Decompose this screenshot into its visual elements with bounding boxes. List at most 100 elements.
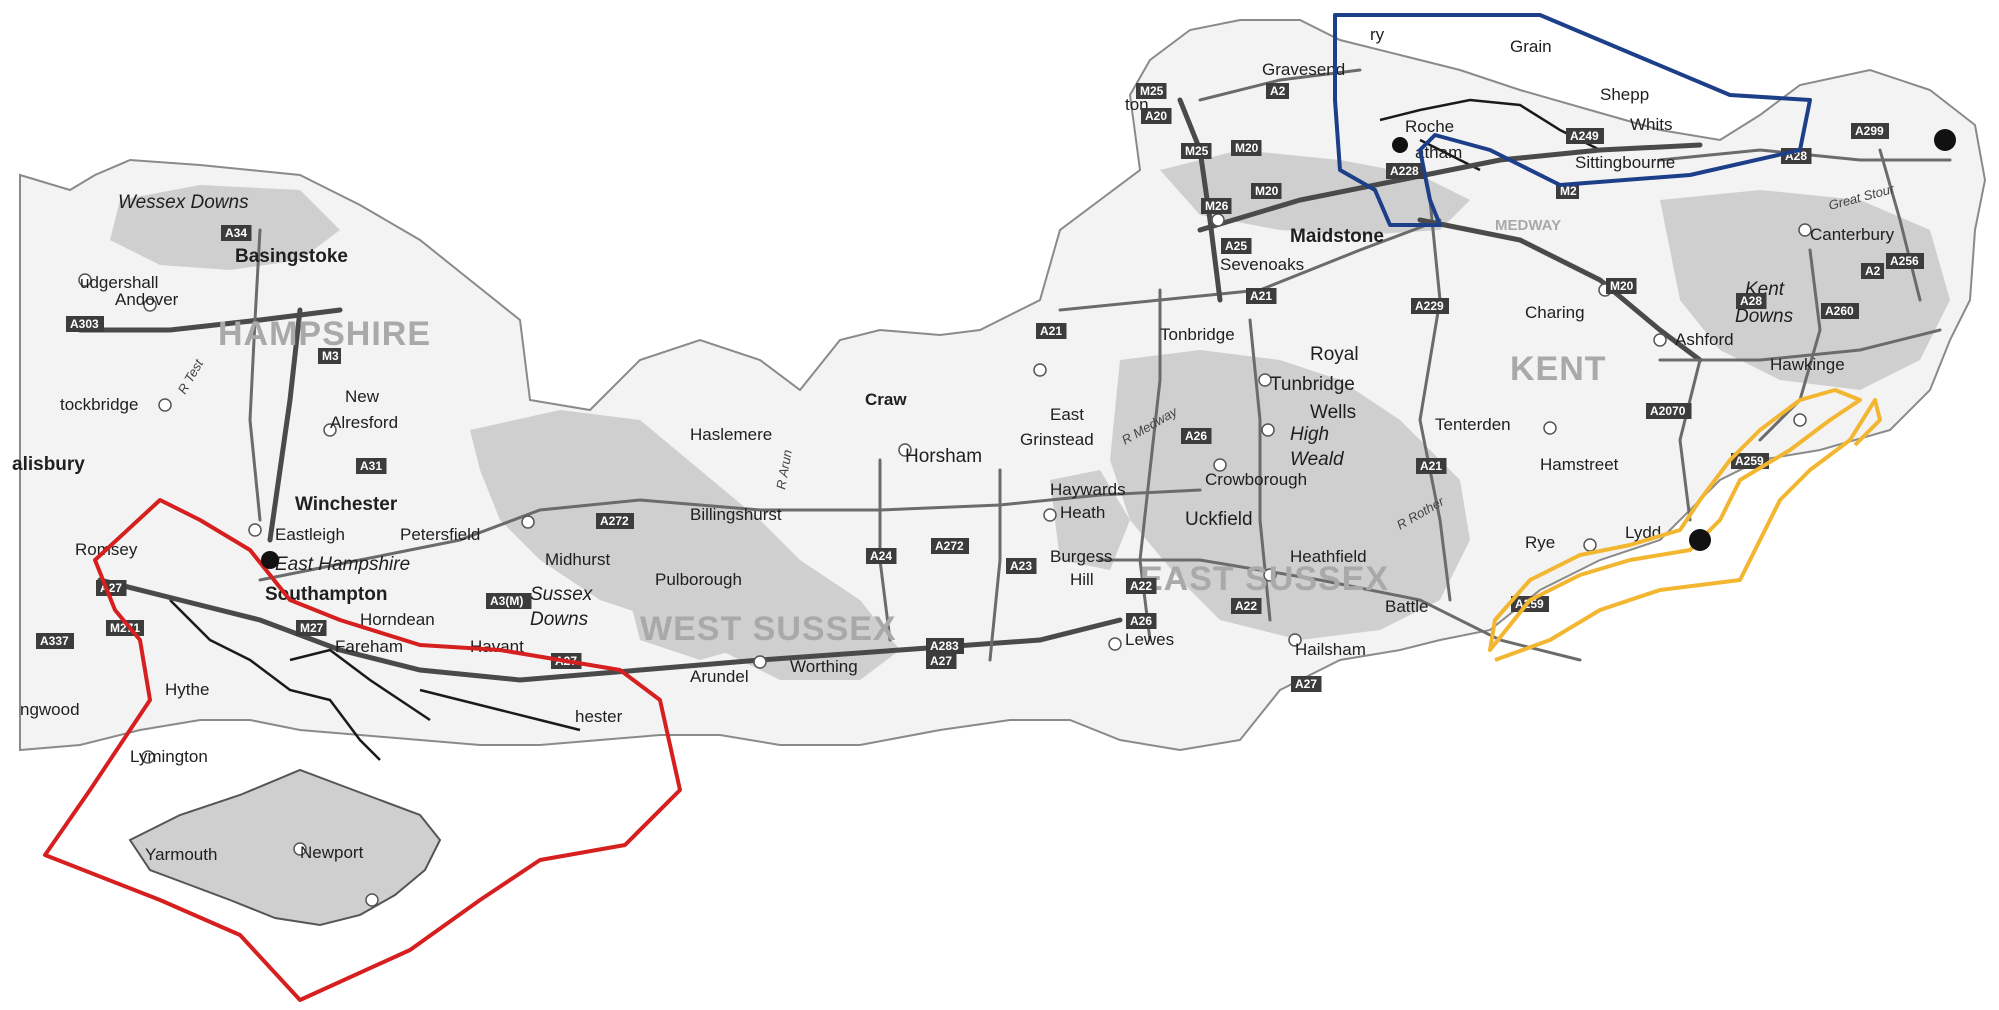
road-label-a24: A24	[870, 549, 892, 563]
town-grain: Grain	[1510, 37, 1552, 56]
town-ashford: Ashford	[1675, 330, 1734, 349]
road-label-a28-s: A28	[1740, 294, 1762, 308]
road-label-a299: A299	[1855, 124, 1884, 138]
city-winchester: Winchester	[295, 494, 398, 515]
road-label-box	[931, 538, 969, 554]
town-crowborough: Crowborough	[1205, 470, 1307, 489]
town-royal-tunbridge-wells-3: Wells	[1310, 402, 1356, 423]
town-ringwood: ngwood	[20, 700, 80, 719]
road-label-box	[1246, 288, 1277, 304]
road-label-a25: A25	[1225, 239, 1247, 253]
terminal-symbols	[261, 129, 1956, 569]
town-midhurst: Midhurst	[545, 550, 610, 569]
city-salisbury: alisbury	[12, 454, 85, 475]
road-label-a3m: A3(M)	[490, 594, 523, 608]
road-label-box	[1416, 458, 1447, 474]
road-label-box	[1221, 238, 1252, 254]
town-whitstable: Whits	[1630, 115, 1673, 134]
town-billingshurst: Billingshurst	[690, 505, 782, 524]
road-label-a2-e: A2	[1865, 264, 1881, 278]
road-label-a256: A256	[1890, 254, 1919, 268]
blue-highlight-region	[1333, 13, 1812, 227]
road-label-box	[221, 225, 252, 241]
town-horndean: Horndean	[360, 610, 435, 629]
town-uckfield: Uckfield	[1185, 509, 1253, 530]
road-label-a249: A249	[1570, 129, 1599, 143]
road-label-box	[1606, 278, 1637, 294]
road-label-box	[1126, 578, 1157, 594]
road-label-m25-n: M25	[1140, 84, 1164, 98]
area-sussex-downs-1: Sussex	[530, 584, 594, 605]
road-label-a22-s: A22	[1235, 599, 1257, 613]
road-label-box	[1181, 143, 1212, 159]
road-label-m20-n: M20	[1235, 141, 1259, 155]
road-label-box	[1006, 558, 1037, 574]
county-east-sussex: EAST SUSSEX	[1140, 560, 1389, 598]
road-label-a2070: A2070	[1650, 404, 1686, 418]
road-label-box	[1861, 263, 1884, 279]
town-haywards-heath-1: Haywards	[1050, 480, 1126, 499]
town-ludgershall: udgershall	[80, 273, 158, 292]
town-yarmouth: Yarmouth	[145, 845, 217, 864]
road-label-a337: A337	[40, 634, 69, 648]
orange-highlight-outer	[1494, 398, 1882, 662]
area-sussex-downs-2: Downs	[530, 609, 589, 630]
road-label-a27-e: A27	[930, 654, 952, 668]
road-label-a23: A23	[1010, 559, 1032, 573]
road-label-box	[1821, 303, 1859, 319]
road-label-box	[1851, 123, 1889, 139]
town-tenterden: Tenterden	[1435, 415, 1511, 434]
road-label-m26: M26	[1205, 199, 1229, 213]
area-kent-downs-2: Downs	[1735, 306, 1794, 327]
road-label-box	[1411, 298, 1449, 314]
river-arun: R Arun	[773, 449, 795, 491]
town-new-alresford-1: New	[345, 387, 380, 406]
town-worthing: Worthing	[790, 657, 858, 676]
town-sheppey: Shepp	[1600, 85, 1649, 104]
land-mass	[19, 19, 1987, 752]
road-label-a20: A20	[1145, 109, 1167, 123]
road-label-a2-w: A2	[1270, 84, 1286, 98]
town-arundel: Arundel	[690, 667, 749, 686]
town-east-grinstead-1: East	[1050, 405, 1084, 424]
town-fareham: Fareham	[335, 637, 403, 656]
town-horsham: Horsham	[905, 446, 982, 467]
town-hythe: Hythe	[165, 680, 209, 699]
upland-shading	[110, 150, 1950, 680]
road-label-box	[1291, 676, 1322, 692]
road-label-a21-n: A21	[1250, 289, 1272, 303]
road-label-box	[1136, 83, 1167, 99]
orange-highlight-region	[1488, 388, 1862, 652]
area-high-weald-2: Weald	[1290, 449, 1345, 470]
town-royal-tunbridge-wells-2: Tunbridge	[1270, 374, 1355, 395]
road-label-box	[1556, 183, 1579, 199]
road-label-a303: A303	[70, 317, 99, 331]
isle-of-wight	[128, 768, 442, 927]
road-label-box	[66, 316, 104, 332]
road-label-m2: M2	[1560, 184, 1577, 198]
road-label-box	[926, 653, 957, 669]
road-label-box	[1231, 140, 1262, 156]
road-label-box	[1511, 596, 1549, 612]
town-hailsham: Hailsham	[1295, 640, 1366, 659]
road-label-box	[356, 458, 387, 474]
road-label-box	[1386, 163, 1424, 179]
town-eastleigh: Eastleigh	[275, 525, 345, 544]
town-hawkinge: Hawkinge	[1770, 355, 1845, 374]
town-sittingbourne: Sittingbourne	[1575, 153, 1675, 172]
town-gravesend: Gravesend	[1262, 60, 1345, 79]
town-lymington: Lymington	[130, 747, 208, 766]
city-maidstone: Maidstone	[1290, 226, 1384, 247]
road-label-box	[1141, 108, 1172, 124]
town-burgess-hill-2: Hill	[1070, 570, 1094, 589]
road-label-m25: M25	[1185, 144, 1209, 158]
town-newport: Newport	[300, 843, 364, 862]
road-label-a259-e: A259	[1735, 454, 1764, 468]
area-wessex-downs: Wessex Downs	[118, 192, 249, 213]
road-label-box	[1126, 613, 1157, 629]
road-label-a228: A228	[1390, 164, 1419, 178]
road-label-m20-w: M20	[1255, 184, 1279, 198]
road-label-box	[1736, 293, 1767, 309]
road-label-box	[926, 638, 964, 654]
town-new-alresford-2: Alresford	[330, 413, 398, 432]
